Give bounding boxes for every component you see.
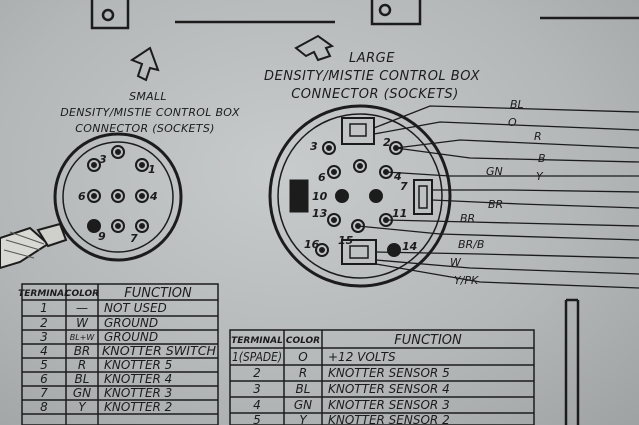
arrow-up-icon-large bbox=[294, 34, 335, 62]
large-table-header-color: COLOR bbox=[286, 336, 320, 346]
small-row-1-terminal: 1 bbox=[40, 301, 48, 315]
large-pin-3: 3 bbox=[310, 140, 318, 153]
large-pin-4: 4 bbox=[393, 170, 402, 183]
large-title-line-1: LARGE bbox=[349, 51, 395, 66]
large-row-1-color: O bbox=[298, 350, 307, 364]
large-pin-13: 13 bbox=[312, 207, 328, 220]
wire-label-y-pk: Y/PK bbox=[454, 274, 479, 287]
small-row-7-terminal: 7 bbox=[40, 386, 48, 400]
small-table-grid bbox=[21, 283, 219, 425]
large-connector-pin-labels: 2 3 4 6 7 10 11 13 14 15 16 bbox=[304, 136, 417, 253]
small-row-5-function: KNOTTER 5 bbox=[104, 358, 172, 372]
wire-label-bl: BL bbox=[510, 98, 524, 111]
small-table-header-function: FUNCTION bbox=[124, 286, 192, 301]
small-row-2-function: GROUND bbox=[104, 316, 158, 330]
small-title-line-2: DENSITY/MISTIE CONTROL BOX bbox=[60, 106, 240, 119]
large-connector-title: LARGE DENSITY/MISTIE CONTROL BOX CONNECT… bbox=[264, 51, 481, 102]
small-table-header-terminal: TERMINAL bbox=[18, 289, 70, 299]
small-row-4-terminal: 4 bbox=[40, 344, 48, 358]
wire-label-br-b: BR/B bbox=[458, 238, 484, 251]
large-row-3-color: BL bbox=[296, 382, 311, 396]
small-row-4-color: BR bbox=[74, 344, 91, 358]
wire-label-w: W bbox=[450, 256, 462, 269]
small-row-7-function: KNOTTER 3 bbox=[104, 386, 172, 400]
small-row-6-terminal: 6 bbox=[40, 372, 48, 386]
small-row-3-color: BL+W bbox=[70, 333, 96, 342]
large-pin-6: 6 bbox=[318, 171, 326, 184]
large-pin-14: 14 bbox=[402, 240, 417, 253]
large-row-4-color: GN bbox=[294, 398, 312, 412]
small-row-3-terminal: 3 bbox=[40, 330, 48, 344]
small-pin-1: 1 bbox=[148, 163, 156, 176]
large-row-5-function: KNOTTER SENSOR 2 bbox=[328, 413, 450, 425]
large-row-3-terminal: 3 bbox=[253, 382, 261, 396]
large-row-2-function: KNOTTER SENSOR 5 bbox=[328, 366, 450, 380]
top-drawing-lines bbox=[90, 0, 639, 30]
wire-label-br-2: BR bbox=[460, 212, 475, 225]
small-connector bbox=[53, 132, 183, 262]
large-pin-2: 2 bbox=[383, 136, 391, 149]
small-row-1-color: — bbox=[76, 301, 88, 315]
frame-lines bbox=[564, 298, 580, 425]
large-row-3-function: KNOTTER SENSOR 4 bbox=[328, 382, 450, 396]
large-pin-16: 16 bbox=[304, 238, 320, 251]
large-table-header-terminal: TERMINAL bbox=[231, 336, 283, 346]
large-terminal-table: TERMINAL COLOR FUNCTION 1(SPADE) O +12 V… bbox=[229, 329, 535, 425]
wires bbox=[357, 105, 639, 289]
wire-label-b: B bbox=[538, 152, 546, 165]
small-pin-3: 3 bbox=[99, 153, 107, 166]
large-row-4-terminal: 4 bbox=[253, 398, 261, 412]
wire-label-gn: GN bbox=[486, 165, 503, 178]
small-title-line-3: CONNECTOR (SOCKETS) bbox=[75, 122, 214, 135]
large-pin-11: 11 bbox=[392, 207, 407, 220]
small-row-4-function: KNOTTER SWITCH bbox=[102, 344, 216, 358]
large-row-4-function: KNOTTER SENSOR 3 bbox=[328, 398, 450, 412]
small-pin-4: 4 bbox=[149, 190, 158, 203]
small-pin-9: 9 bbox=[98, 230, 106, 243]
braided-cable bbox=[0, 222, 68, 270]
small-connector-title: SMALL DENSITY/MISTIE CONTROL BOX CONNECT… bbox=[60, 90, 240, 135]
small-table-header-color: COLOR bbox=[65, 289, 99, 299]
wire-label-br-1: BR bbox=[488, 198, 503, 211]
wire-label-r: R bbox=[534, 130, 542, 143]
small-row-1-function: NOT USED bbox=[104, 301, 167, 315]
small-pin-7: 7 bbox=[130, 232, 138, 245]
large-row-2-terminal: 2 bbox=[253, 366, 261, 380]
small-terminal-table: TERMINAL COLOR FUNCTION 1 — NOT USED 2 W… bbox=[18, 283, 219, 425]
small-row-7-color: GN bbox=[73, 386, 91, 400]
small-connector-pin-labels: 1 3 4 6 7 9 bbox=[78, 153, 158, 245]
small-row-6-color: BL bbox=[75, 372, 90, 386]
large-table-grid bbox=[229, 329, 535, 425]
small-row-2-color: W bbox=[76, 316, 89, 330]
large-row-1-terminal: 1(SPADE) bbox=[232, 350, 282, 364]
small-row-6-function: KNOTTER 4 bbox=[104, 372, 172, 386]
wire-labels: BL O R B GN Y BR BR BR/B W Y/PK bbox=[450, 98, 546, 287]
large-pin-15: 15 bbox=[338, 234, 354, 247]
large-row-5-color: Y bbox=[299, 413, 308, 425]
arrow-up-icon bbox=[129, 46, 160, 82]
large-title-line-3: CONNECTOR (SOCKETS) bbox=[291, 87, 459, 102]
small-row-5-color: R bbox=[78, 358, 86, 372]
wire-label-y: Y bbox=[536, 170, 544, 183]
small-title-line-1: SMALL bbox=[129, 90, 167, 103]
large-row-5-terminal: 5 bbox=[253, 413, 261, 425]
small-pin-6: 6 bbox=[78, 190, 86, 203]
large-pin-7: 7 bbox=[400, 180, 408, 193]
small-row-2-terminal: 2 bbox=[40, 316, 48, 330]
small-row-3-function: GROUND bbox=[104, 330, 158, 344]
small-row-8-terminal: 8 bbox=[40, 400, 48, 414]
small-row-8-color: Y bbox=[78, 400, 87, 414]
small-row-5-terminal: 5 bbox=[40, 358, 48, 372]
small-row-8-function: KNOTTER 2 bbox=[104, 400, 172, 414]
large-connector bbox=[268, 104, 452, 288]
large-row-2-color: R bbox=[299, 366, 307, 380]
large-title-line-2: DENSITY/MISTIE CONTROL BOX bbox=[264, 69, 481, 84]
large-pin-10: 10 bbox=[312, 190, 328, 203]
large-table-header-function: FUNCTION bbox=[394, 333, 462, 348]
wire-label-o: O bbox=[508, 116, 517, 129]
large-row-1-function: +12 VOLTS bbox=[328, 350, 396, 364]
